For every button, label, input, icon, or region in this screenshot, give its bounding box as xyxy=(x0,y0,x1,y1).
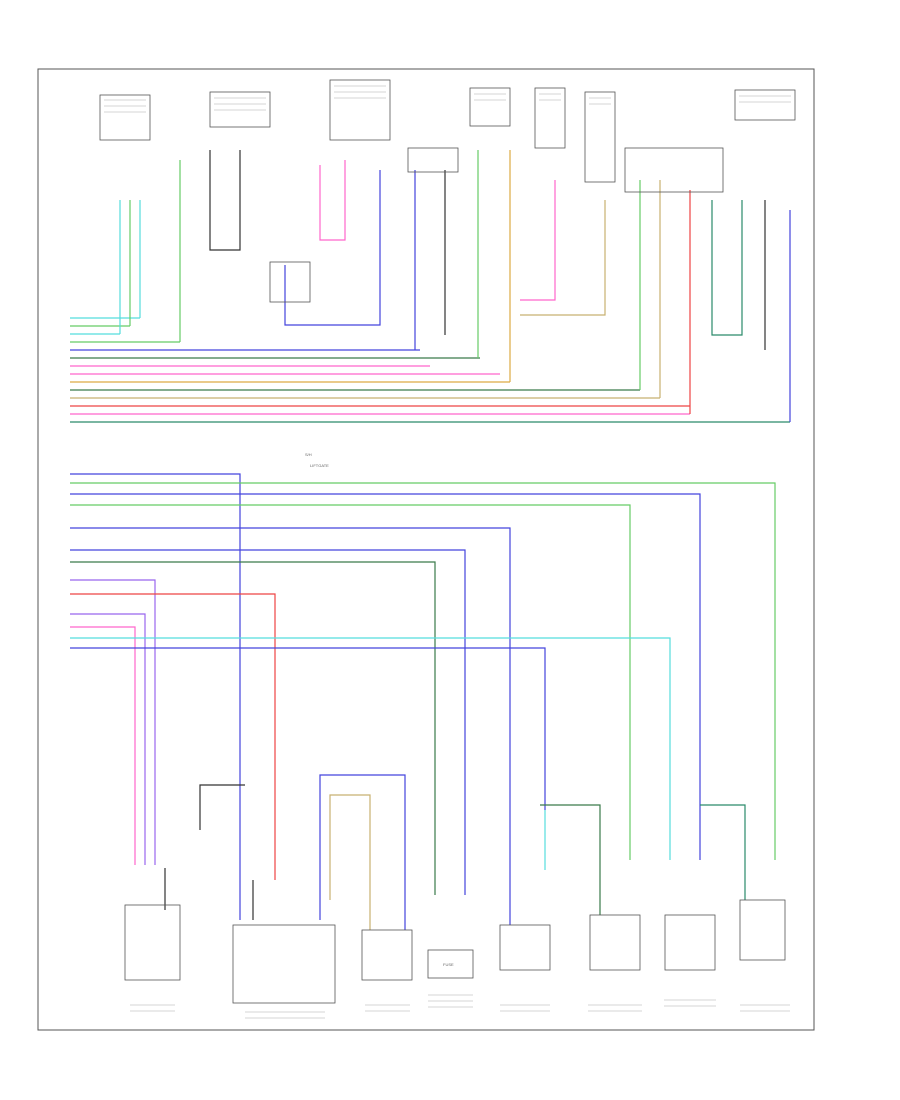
component-b3 xyxy=(361,929,413,981)
component-t9 xyxy=(734,89,796,121)
component-t5 xyxy=(469,87,511,127)
component-t4 xyxy=(407,147,459,173)
component-b1 xyxy=(124,904,181,981)
component-b8 xyxy=(739,899,786,961)
component-t8 xyxy=(624,147,724,193)
component-b7 xyxy=(664,914,716,971)
component-t10 xyxy=(269,261,311,303)
center-label-1: S/H xyxy=(305,452,312,457)
component-b2 xyxy=(232,924,336,1004)
component-b6 xyxy=(589,914,641,971)
top-label-marks xyxy=(104,85,791,113)
top-components xyxy=(99,79,796,303)
bottom-label-marks xyxy=(130,994,790,1019)
component-t7 xyxy=(584,91,616,183)
component-b5 xyxy=(499,924,551,971)
bottom-components xyxy=(124,899,786,1004)
top-bus-wires xyxy=(70,317,790,423)
component-t1 xyxy=(99,94,151,141)
bottom-bus-wires xyxy=(70,473,776,925)
component-b4-label: FUSE xyxy=(443,962,454,967)
center-label-2: LIFTGATE xyxy=(310,463,329,468)
component-t2 xyxy=(209,91,271,128)
component-b4 xyxy=(427,949,474,979)
top-vertical-wires xyxy=(119,150,791,422)
bottom-local-wires xyxy=(164,774,746,930)
diagram-border xyxy=(37,68,815,1031)
component-t6 xyxy=(534,87,566,149)
component-t3 xyxy=(329,79,391,141)
